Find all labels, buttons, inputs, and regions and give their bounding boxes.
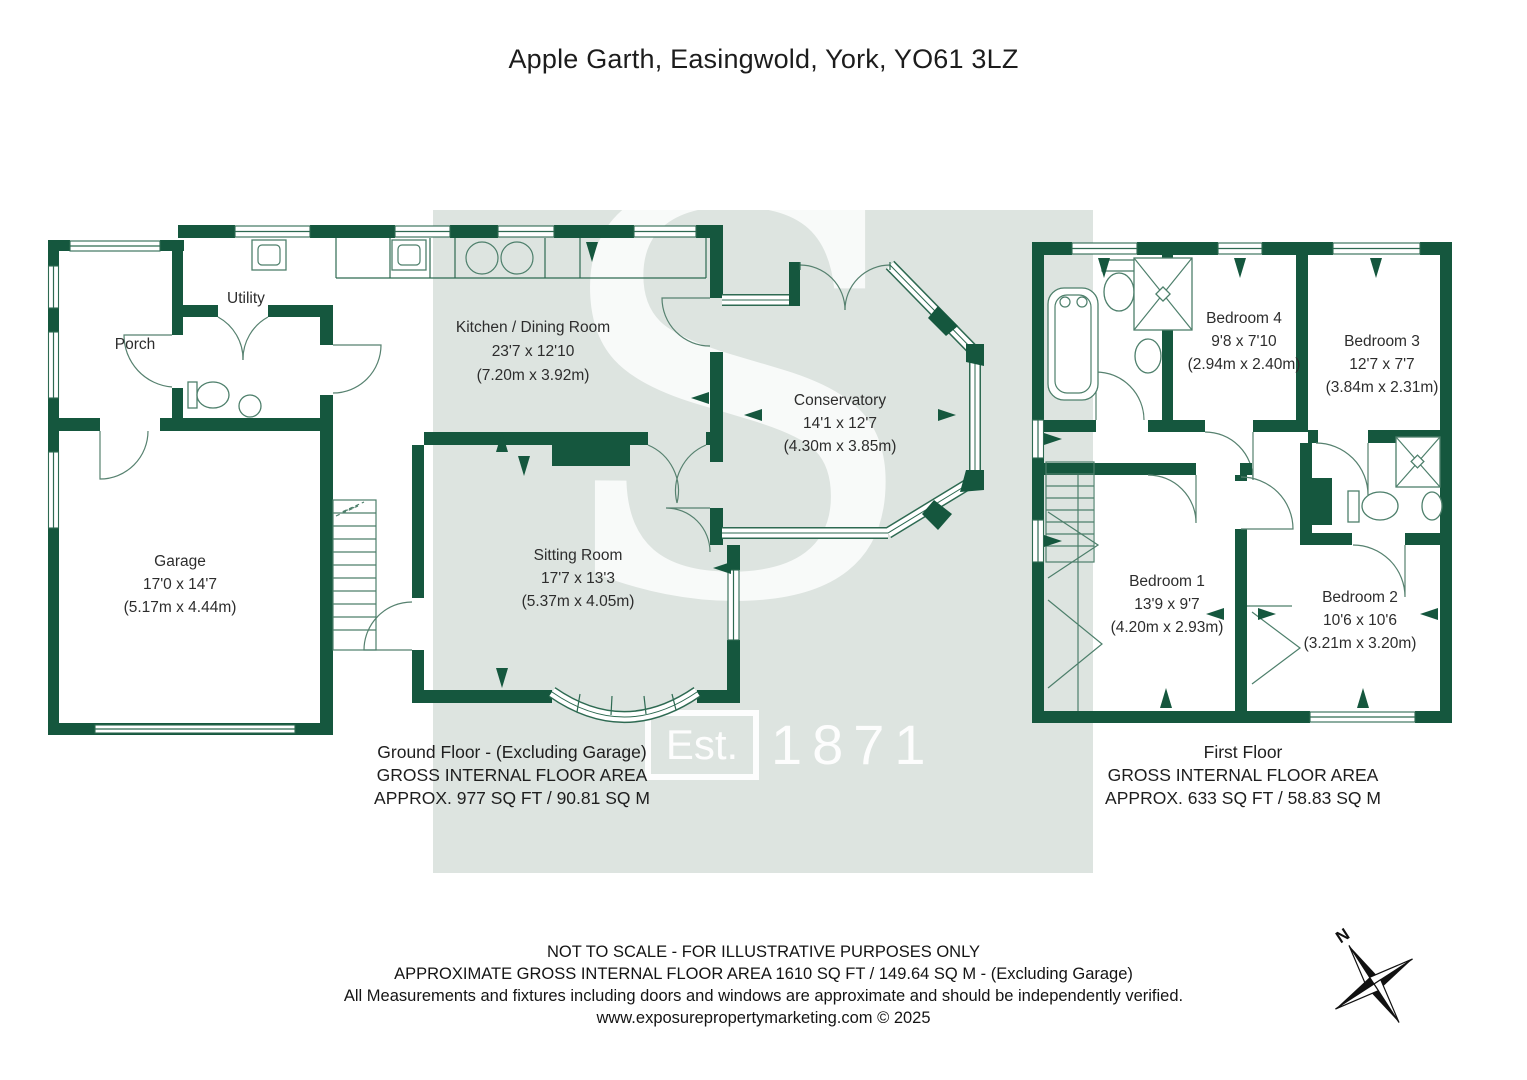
first-floor-caption-line2: GROSS INTERNAL FLOOR AREA xyxy=(1107,765,1379,785)
hob-icon xyxy=(465,241,499,275)
svg-text:17'7 x 13'3: 17'7 x 13'3 xyxy=(541,570,615,587)
ff-outer-walls xyxy=(1031,242,1452,723)
svg-text:(7.20m x 3.92m): (7.20m x 3.92m) xyxy=(477,367,590,384)
svg-text:12'7 x 7'7: 12'7 x 7'7 xyxy=(1349,356,1414,373)
svg-text:Sitting Room: Sitting Room xyxy=(534,547,623,564)
room-label-bedroom4: Bedroom 4 9'8 x 7'10 (2.94m x 2.40m) xyxy=(1188,310,1301,373)
svg-text:13'9 x 9'7: 13'9 x 9'7 xyxy=(1134,596,1199,613)
bay-window-icon xyxy=(548,687,701,723)
gf-porch-walls xyxy=(47,240,184,430)
gf-conservatory xyxy=(722,260,984,539)
ff-stairs xyxy=(1045,461,1095,563)
ground-floor-caption-line1: Ground Floor - (Excluding Garage) xyxy=(377,742,647,762)
gf-kitchen-counter xyxy=(251,238,707,279)
gf-spine-wall xyxy=(320,305,382,735)
watermark-band: S Est. 1871 xyxy=(433,210,1093,873)
bath-icon xyxy=(1047,287,1099,401)
gf-kitchen-bottom-wall xyxy=(424,432,723,504)
chimney-breast xyxy=(1300,478,1332,525)
first-floor-caption-line1: First Floor xyxy=(1203,742,1283,762)
svg-text:Bedroom 4: Bedroom 4 xyxy=(1206,310,1282,327)
svg-text:17'0 x 14'7: 17'0 x 14'7 xyxy=(143,576,217,593)
svg-text:10'6 x 10'6: 10'6 x 10'6 xyxy=(1323,612,1397,629)
svg-text:(3.21m x 3.20m): (3.21m x 3.20m) xyxy=(1304,635,1417,652)
first-floor-plan: Bedroom 4 9'8 x 7'10 (2.94m x 2.40m) Bed… xyxy=(1031,242,1452,723)
ground-floor-plan: Porch Utility Kitchen / Dining Room 23'7… xyxy=(47,225,984,735)
room-label-bedroom2: Bedroom 2 10'6 x 10'6 (3.21m x 3.20m) xyxy=(1304,589,1417,652)
sink-icon xyxy=(1421,491,1443,521)
shower-icon xyxy=(1133,257,1193,331)
gf-kitchen-right-wall xyxy=(661,225,723,553)
room-label-bedroom1: Bedroom 1 13'9 x 9'7 (4.20m x 2.93m) xyxy=(1111,573,1224,636)
room-label-conservatory: Conservatory 14'1 x 12'7 (4.30m x 3.85m) xyxy=(784,392,897,455)
disclaimer-footer: NOT TO SCALE - FOR ILLUSTRATIVE PURPOSES… xyxy=(0,941,1527,1029)
svg-text:Bedroom 3: Bedroom 3 xyxy=(1344,333,1420,350)
svg-text:9'8 x 7'10: 9'8 x 7'10 xyxy=(1211,333,1277,350)
room-label-sitting-room: Sitting Room 17'7 x 13'3 (5.37m x 4.05m) xyxy=(522,547,635,610)
ground-floor-caption-line3: APPROX. 977 SQ FT / 90.81 SQ M xyxy=(374,788,650,808)
toilet-icon xyxy=(1361,491,1399,521)
svg-text:(5.17m x 4.44m): (5.17m x 4.44m) xyxy=(124,599,237,616)
ff-wc xyxy=(1347,436,1443,523)
gf-sitting-walls xyxy=(363,445,740,723)
ground-floor-caption-line2: GROSS INTERNAL FLOOR AREA xyxy=(376,765,648,785)
conservatory-window-walls xyxy=(722,260,984,539)
french-doors-icon xyxy=(799,262,891,311)
svg-text:23'7 x 12'10: 23'7 x 12'10 xyxy=(492,343,575,360)
gf-stairs xyxy=(332,499,377,651)
page-title: Apple Garth, Easingwold, York, YO61 3LZ xyxy=(508,44,1019,74)
first-floor-caption: First Floor GROSS INTERNAL FLOOR AREA AP… xyxy=(1023,741,1463,810)
svg-text:(4.20m x 2.93m): (4.20m x 2.93m) xyxy=(1111,619,1224,636)
cistern-icon xyxy=(1347,490,1360,523)
ff-bathroom xyxy=(1047,257,1193,401)
window-icon xyxy=(234,225,697,238)
chimney-breast xyxy=(552,432,630,466)
ff-wardrobes xyxy=(1047,475,1301,711)
watermark-est-box: Est. xyxy=(645,710,759,780)
svg-text:(5.37m x 4.05m): (5.37m x 4.05m) xyxy=(522,593,635,610)
room-label-kitchen: Kitchen / Dining Room 23'7 x 12'10 (7.20… xyxy=(456,319,610,384)
shower-icon xyxy=(1395,436,1441,488)
svg-text:Bedroom 2: Bedroom 2 xyxy=(1322,589,1398,606)
svg-text:(2.94m x 2.40m): (2.94m x 2.40m) xyxy=(1188,356,1301,373)
toilet-icon xyxy=(1103,272,1135,312)
gf-arrows xyxy=(496,242,956,688)
gf-garage-walls xyxy=(47,418,320,735)
svg-text:14'1 x 12'7: 14'1 x 12'7 xyxy=(803,415,877,432)
watermark-year: 1871 xyxy=(771,713,936,776)
toilet-icon xyxy=(196,381,230,409)
ff-interior-walls xyxy=(1044,254,1452,711)
ff-arrows xyxy=(1044,258,1438,708)
sink-icon xyxy=(238,394,262,418)
footer-line2: APPROXIMATE GROSS INTERNAL FLOOR AREA 16… xyxy=(394,965,1133,983)
ground-floor-caption: Ground Floor - (Excluding Garage) GROSS … xyxy=(292,741,732,810)
svg-text:Bedroom 1: Bedroom 1 xyxy=(1129,573,1205,590)
svg-text:Garage: Garage xyxy=(154,553,206,570)
gf-utility-wall xyxy=(172,305,332,361)
svg-text:Conservatory: Conservatory xyxy=(794,392,886,409)
footer-line4: www.exposurepropertymarketing.com © 2025 xyxy=(596,1009,931,1027)
gf-wc xyxy=(187,381,262,418)
svg-text:(4.30m x 3.85m): (4.30m x 3.85m) xyxy=(784,438,897,455)
room-label-bedroom3: Bedroom 3 12'7 x 7'7 (3.84m x 2.31m) xyxy=(1326,333,1439,396)
room-label-utility: Utility xyxy=(227,290,265,307)
room-label-porch: Porch xyxy=(115,336,156,353)
footer-line1: NOT TO SCALE - FOR ILLUSTRATIVE PURPOSES… xyxy=(546,943,981,961)
sink-icon xyxy=(1134,338,1162,374)
svg-text:(3.84m x 2.31m): (3.84m x 2.31m) xyxy=(1326,379,1439,396)
first-floor-caption-line3: APPROX. 633 SQ FT / 58.83 SQ M xyxy=(1105,788,1381,808)
gf-top-wall xyxy=(178,225,723,238)
room-label-garage: Garage 17'0 x 14'7 (5.17m x 4.44m) xyxy=(124,553,237,616)
compass-north-label: N xyxy=(1332,924,1353,947)
svg-text:Kitchen / Dining Room: Kitchen / Dining Room xyxy=(456,319,610,336)
hob-icon xyxy=(500,241,534,275)
footer-line3: All Measurements and fixtures including … xyxy=(343,987,1184,1005)
compass-rose-icon: N xyxy=(1332,924,1413,1023)
